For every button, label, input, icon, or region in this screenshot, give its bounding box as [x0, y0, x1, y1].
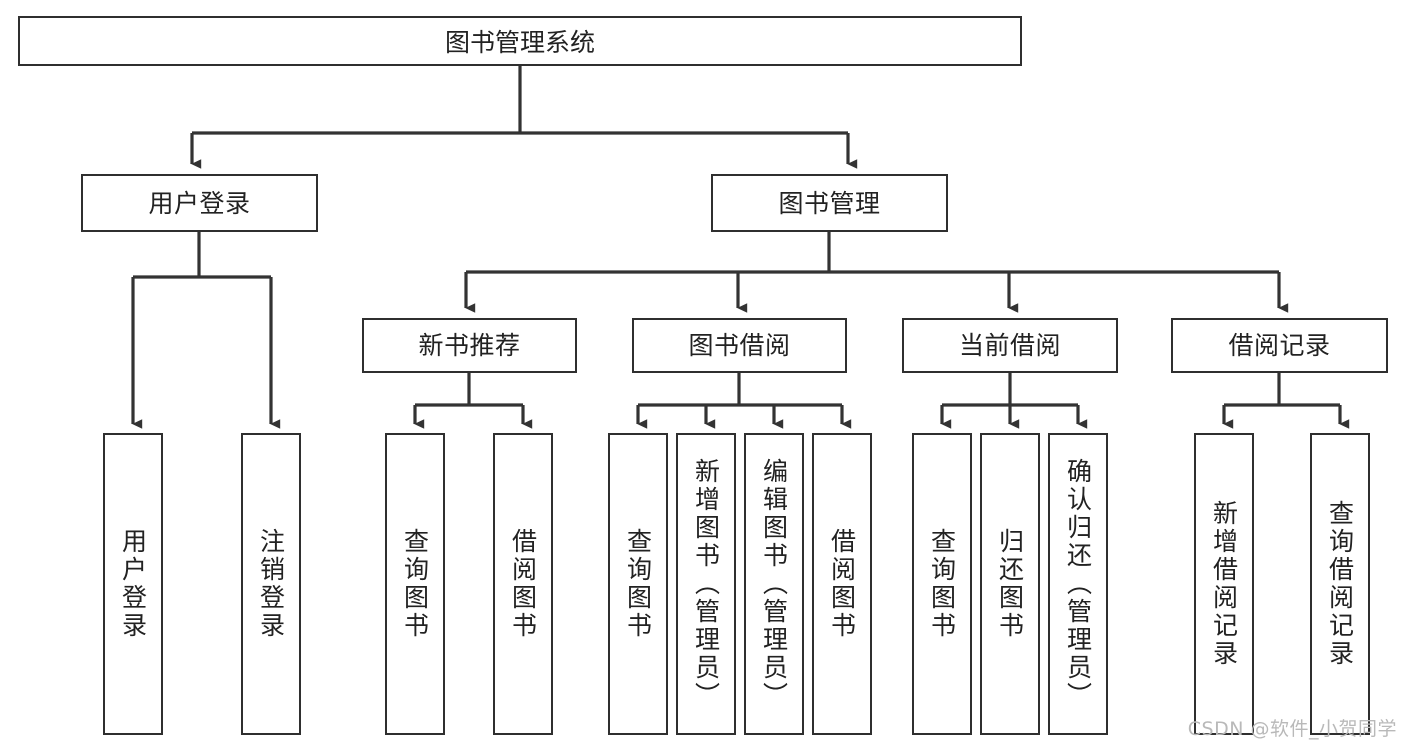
node-book-management[interactable]: 图书管理: [711, 174, 948, 232]
node-label: 编辑图书（管理员）: [759, 458, 789, 710]
leaf-record-query-borrow-record[interactable]: 查询借阅记录: [1310, 433, 1370, 735]
node-label: 确认归还（管理员）: [1063, 458, 1093, 710]
leaf-current-query-book[interactable]: 查询图书: [912, 433, 972, 735]
node-label: 新书推荐: [418, 331, 521, 360]
node-label: 借阅图书: [827, 528, 857, 640]
leaf-current-return-book[interactable]: 归还图书: [980, 433, 1040, 735]
node-label: 图书管理: [778, 188, 881, 218]
node-label: 查询图书: [400, 528, 430, 640]
node-current-borrow[interactable]: 当前借阅: [902, 318, 1118, 373]
csdn-watermark: CSDN @软件_小贺同学: [1187, 718, 1397, 740]
leaf-borrow-borrow-book[interactable]: 借阅图书: [812, 433, 872, 735]
leaf-recommend-query-book[interactable]: 查询图书: [385, 433, 445, 735]
node-label: 图书管理系统: [444, 28, 595, 57]
node-new-book-recommend[interactable]: 新书推荐: [362, 318, 577, 373]
leaf-borrow-add-book-admin[interactable]: 新增图书（管理员）: [676, 433, 736, 735]
node-label: 当前借阅: [958, 331, 1061, 360]
leaf-record-add-borrow-record[interactable]: 新增借阅记录: [1194, 433, 1254, 735]
node-label: 用户登录: [148, 188, 251, 218]
leaf-borrow-query-book[interactable]: 查询图书: [608, 433, 668, 735]
node-label: 借阅图书: [508, 528, 538, 640]
leaf-borrow-edit-book-admin[interactable]: 编辑图书（管理员）: [744, 433, 804, 735]
leaf-current-confirm-return-admin[interactable]: 确认归还（管理员）: [1048, 433, 1108, 735]
node-label: 归还图书: [995, 528, 1025, 640]
node-label: 新增图书（管理员）: [691, 458, 721, 710]
node-root-book-management-system[interactable]: 图书管理系统: [18, 16, 1022, 66]
node-label: 新增借阅记录: [1209, 500, 1239, 668]
node-label: 用户登录: [118, 528, 148, 640]
leaf-user-login[interactable]: 用户登录: [103, 433, 163, 735]
node-label: 查询图书: [927, 528, 957, 640]
leaf-user-logout[interactable]: 注销登录: [241, 433, 301, 735]
leaf-recommend-borrow-book[interactable]: 借阅图书: [493, 433, 553, 735]
node-borrow-record[interactable]: 借阅记录: [1171, 318, 1388, 373]
node-user-login[interactable]: 用户登录: [81, 174, 318, 232]
node-label: 图书借阅: [688, 331, 791, 360]
node-label: 借阅记录: [1228, 331, 1331, 360]
node-label: 注销登录: [256, 528, 286, 640]
node-label: 查询图书: [623, 528, 653, 640]
node-book-borrow[interactable]: 图书借阅: [632, 318, 847, 373]
node-label: 查询借阅记录: [1325, 500, 1355, 668]
